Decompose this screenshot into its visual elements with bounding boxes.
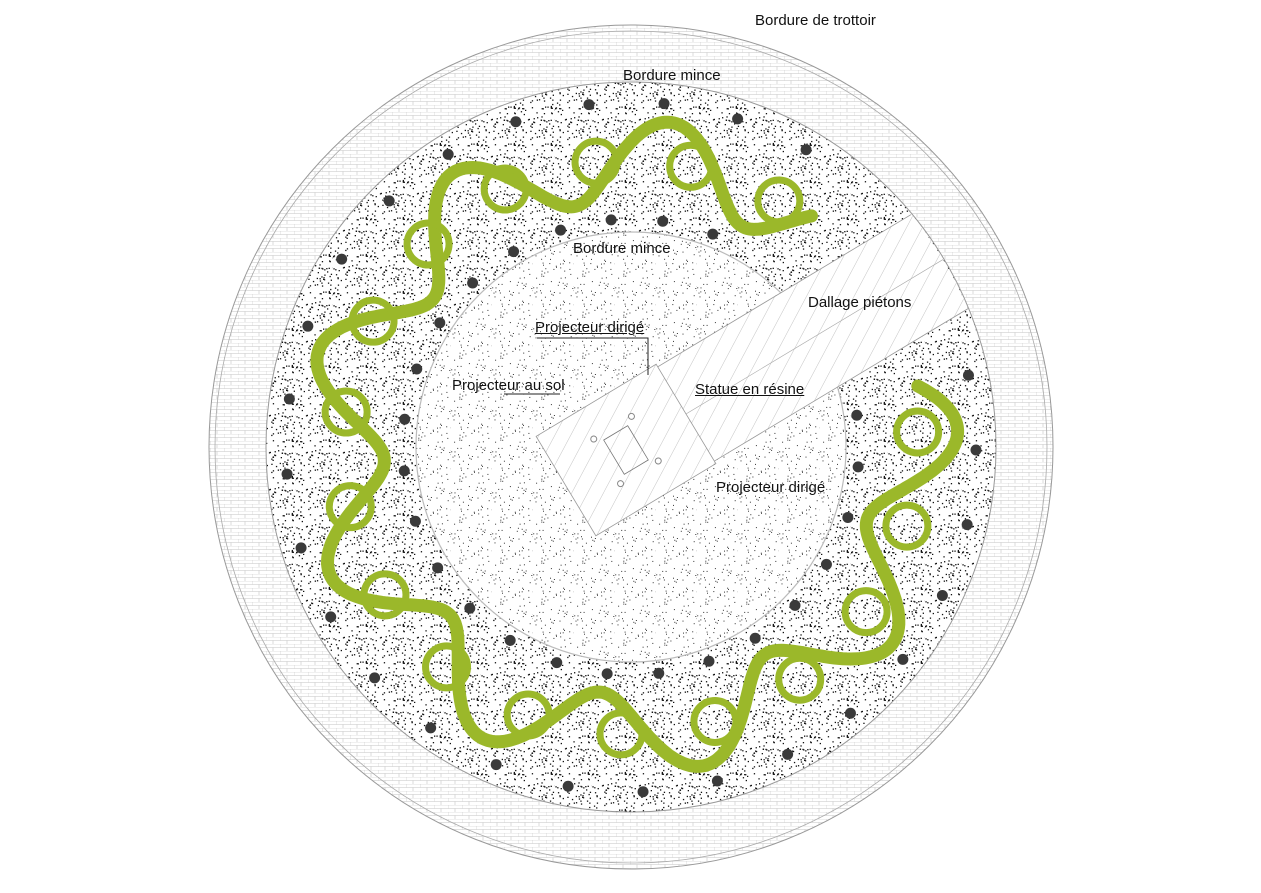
tree-dot: [637, 786, 649, 798]
planting-ring: [360, 570, 410, 620]
planting-ring: [841, 587, 891, 637]
tree-dot: [383, 195, 395, 207]
tree-dot: [409, 515, 421, 527]
planting-ring: [754, 176, 804, 226]
tree-dot: [961, 519, 973, 531]
tree-dot: [657, 215, 669, 227]
planting-ring: [690, 696, 740, 746]
tree-dot: [936, 590, 948, 602]
planting-ring: [882, 501, 932, 551]
tree-dot: [732, 113, 744, 125]
label-statue: Statue en résine: [695, 381, 805, 398]
planting-ring: [596, 709, 646, 759]
tree-dot: [281, 468, 293, 480]
statue-platform: [535, 363, 717, 537]
label-pedestrian-paving: Dallage piétons: [808, 294, 912, 311]
planting-ring: [503, 690, 553, 740]
tree-dot: [605, 214, 617, 226]
tree-dot: [283, 393, 295, 405]
planting-ring: [348, 296, 398, 346]
tree-dot: [490, 759, 502, 771]
tree-dot: [852, 461, 864, 473]
planting-ring: [422, 642, 472, 692]
tree-dot: [707, 228, 719, 240]
tree-dot: [658, 98, 670, 110]
spotlight-leader-line: [537, 337, 649, 375]
tree-dot: [601, 668, 613, 680]
label-spotlight-top: Projecteur dirigé: [535, 319, 645, 336]
tree-dot: [434, 317, 446, 329]
label-thin-curb-inner: Bordure mince: [573, 240, 671, 257]
tree-dot: [464, 602, 476, 614]
tree-dot: [302, 320, 314, 332]
tree-dot: [425, 722, 437, 734]
tree-dot: [749, 632, 761, 644]
tree-dot: [369, 672, 381, 684]
statue-base: [603, 425, 649, 475]
tree-dot: [551, 657, 563, 669]
tree-dot: [411, 363, 423, 375]
planting-ring: [666, 141, 716, 191]
tree-dot: [703, 655, 715, 667]
tree-dot: [432, 562, 444, 574]
tree-dot: [442, 148, 454, 160]
planting-ring: [321, 387, 371, 437]
tree-dot: [782, 748, 794, 760]
tree-dot: [711, 775, 723, 787]
tree-dot: [820, 558, 832, 570]
label-sidewalk-curb: Bordure de trottoir: [755, 12, 876, 29]
planting-ring: [480, 164, 530, 214]
planting-ring: [893, 407, 943, 457]
tree-dot: [962, 369, 974, 381]
planting-ring: [571, 137, 621, 187]
tree-dot: [399, 413, 411, 425]
tree-dot: [653, 667, 665, 679]
tree-dot: [970, 444, 982, 456]
tree-dot: [504, 634, 516, 646]
label-thin-curb-outer: Bordure mince: [623, 67, 721, 84]
planting-ring: [775, 654, 825, 704]
tree-dot: [844, 707, 856, 719]
tree-dot: [851, 409, 863, 421]
tree-dot: [398, 465, 410, 477]
tree-dot: [336, 253, 348, 265]
tree-dot: [583, 99, 595, 111]
tree-dot: [897, 653, 909, 665]
tree-dot: [467, 277, 479, 289]
tree-dot: [295, 542, 307, 554]
planting-ring: [403, 219, 453, 269]
tree-dot: [562, 780, 574, 792]
tree-dot: [800, 144, 812, 156]
tree-dot: [510, 116, 522, 128]
green-meander-hedge: [310, 115, 965, 773]
tree-dot: [789, 599, 801, 611]
tree-dot: [842, 511, 854, 523]
label-spotlight-bottom: Projecteur dirigé: [716, 479, 826, 496]
tree-dot: [508, 246, 520, 258]
label-ground-light: Projecteur au sol: [452, 377, 565, 394]
planting-ring: [325, 482, 375, 532]
tree-dot: [325, 611, 337, 623]
tree-dot: [555, 224, 567, 236]
